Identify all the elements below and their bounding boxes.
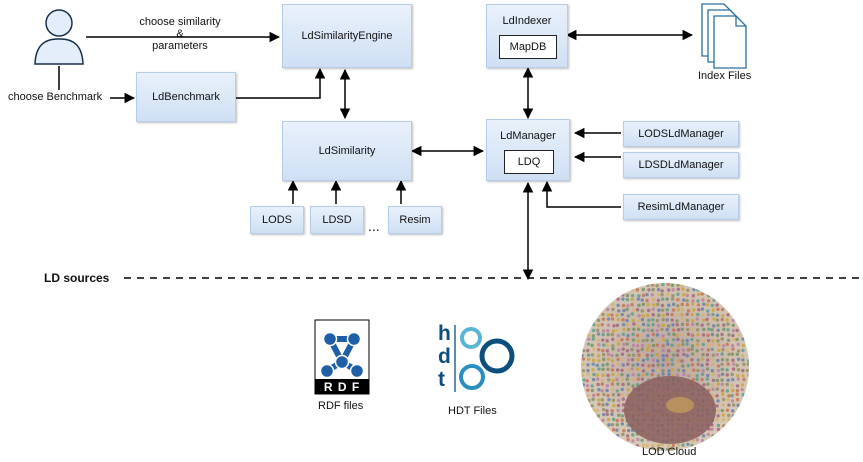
lod-cloud-image xyxy=(581,283,749,451)
ld-similarity-box[interactable]: LdSimilarity xyxy=(282,121,412,181)
user-icon xyxy=(34,9,84,65)
rdf-logo-text: R D F xyxy=(323,380,361,394)
arrow-benchmark-to-engine xyxy=(236,67,326,99)
mapdb-box[interactable]: MapDB xyxy=(499,35,557,59)
index-files-icon xyxy=(701,3,747,69)
ldsd-ldmanager-box[interactable]: LDSDLdManager xyxy=(623,152,739,178)
resim-box[interactable]: Resim xyxy=(388,206,442,234)
rdf-logo xyxy=(314,319,370,395)
ellipsis-label: ... xyxy=(368,218,380,234)
choose-benchmark-label: choose Benchmark xyxy=(8,91,103,103)
ld-indexer-label: LdIndexer xyxy=(502,15,552,27)
lods-ldmanager-box[interactable]: LODSLdManager xyxy=(623,121,739,147)
ld-manager-box[interactable]: LdManager LDQ xyxy=(486,119,570,181)
ld-sources-heading: LD sources xyxy=(44,271,110,285)
hdt-files-label: HDT Files xyxy=(448,405,497,417)
ldsd-box[interactable]: LDSD xyxy=(310,206,364,234)
hdt-logo xyxy=(454,325,515,392)
resim-ldmanager-box[interactable]: ResimLdManager xyxy=(623,194,739,220)
choose-similarity-label: choose similarity & parameters xyxy=(139,16,221,52)
ld-indexer-box[interactable]: LdIndexer MapDB xyxy=(486,4,568,68)
connectors xyxy=(58,29,694,281)
arrow-resim-manager xyxy=(541,180,621,208)
hdt-logo-text: hdt xyxy=(438,322,451,391)
lod-cloud-label: LOD Cloud xyxy=(642,446,697,458)
rdf-files-label: RDF files xyxy=(318,400,364,412)
ld-similarity-engine-box[interactable]: LdSimilarityEngine xyxy=(282,4,412,68)
ld-manager-label: LdManager xyxy=(500,130,556,142)
ld-benchmark-box[interactable]: LdBenchmark xyxy=(136,72,236,122)
ldq-box[interactable]: LDQ xyxy=(504,150,554,174)
lods-box[interactable]: LODS xyxy=(250,206,304,234)
index-files-label: Index Files xyxy=(698,70,752,82)
